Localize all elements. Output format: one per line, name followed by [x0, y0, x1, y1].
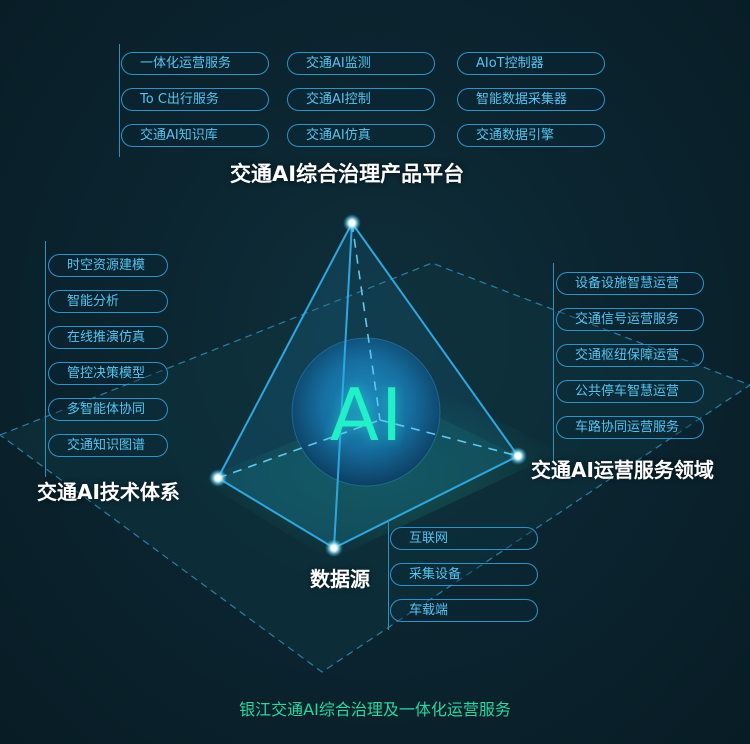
ai-orb	[292, 338, 440, 486]
bottom-item: 采集设备	[390, 563, 538, 586]
top-group-line	[119, 44, 120, 157]
right-group-line	[553, 263, 554, 461]
bottom-item: 车载端	[390, 599, 538, 622]
bottom-item: 互联网	[390, 527, 538, 550]
left-item: 交通知识图谱	[48, 434, 168, 457]
bottom-group-line	[388, 520, 389, 630]
footer-caption: 银江交通AI综合治理及一体化运营服务	[239, 700, 511, 719]
right-item: 交通枢纽保障运营	[556, 344, 704, 367]
top-group-title: 交通AI综合治理产品平台	[230, 162, 465, 186]
top-item: 交通AI知识库	[121, 124, 269, 147]
left-item: 管控决策模型	[48, 362, 168, 385]
left-item: 时空资源建模	[48, 254, 168, 277]
left-item: 在线推演仿真	[48, 326, 168, 349]
top-item: 交通数据引擎	[457, 124, 605, 147]
right-item: 设备设施智慧运营	[556, 272, 704, 295]
right-item: 交通信号运营服务	[556, 308, 704, 331]
left-item: 智能分析	[48, 290, 168, 313]
left-group-line	[45, 241, 46, 477]
right-item: 车路协同运营服务	[556, 416, 704, 439]
top-item: 一体化运营服务	[121, 52, 269, 75]
right-group-title: 交通AI运营服务领域	[531, 458, 714, 482]
top-item: 交通AI控制	[287, 88, 435, 111]
left-item: 多智能体协同	[48, 398, 168, 421]
top-item: To C出行服务	[121, 88, 269, 111]
left-group-title: 交通AI技术体系	[37, 480, 180, 504]
top-item: 交通AI监测	[287, 52, 435, 75]
top-item: 智能数据采集器	[457, 88, 605, 111]
top-item: AIoT控制器	[457, 52, 605, 75]
bottom-group-title: 数据源	[310, 567, 370, 591]
right-item: 公共停车智慧运营	[556, 380, 704, 403]
ai-center-label: AI	[329, 373, 405, 457]
top-item: 交通AI仿真	[287, 124, 435, 147]
vertex-dots	[209, 214, 527, 557]
